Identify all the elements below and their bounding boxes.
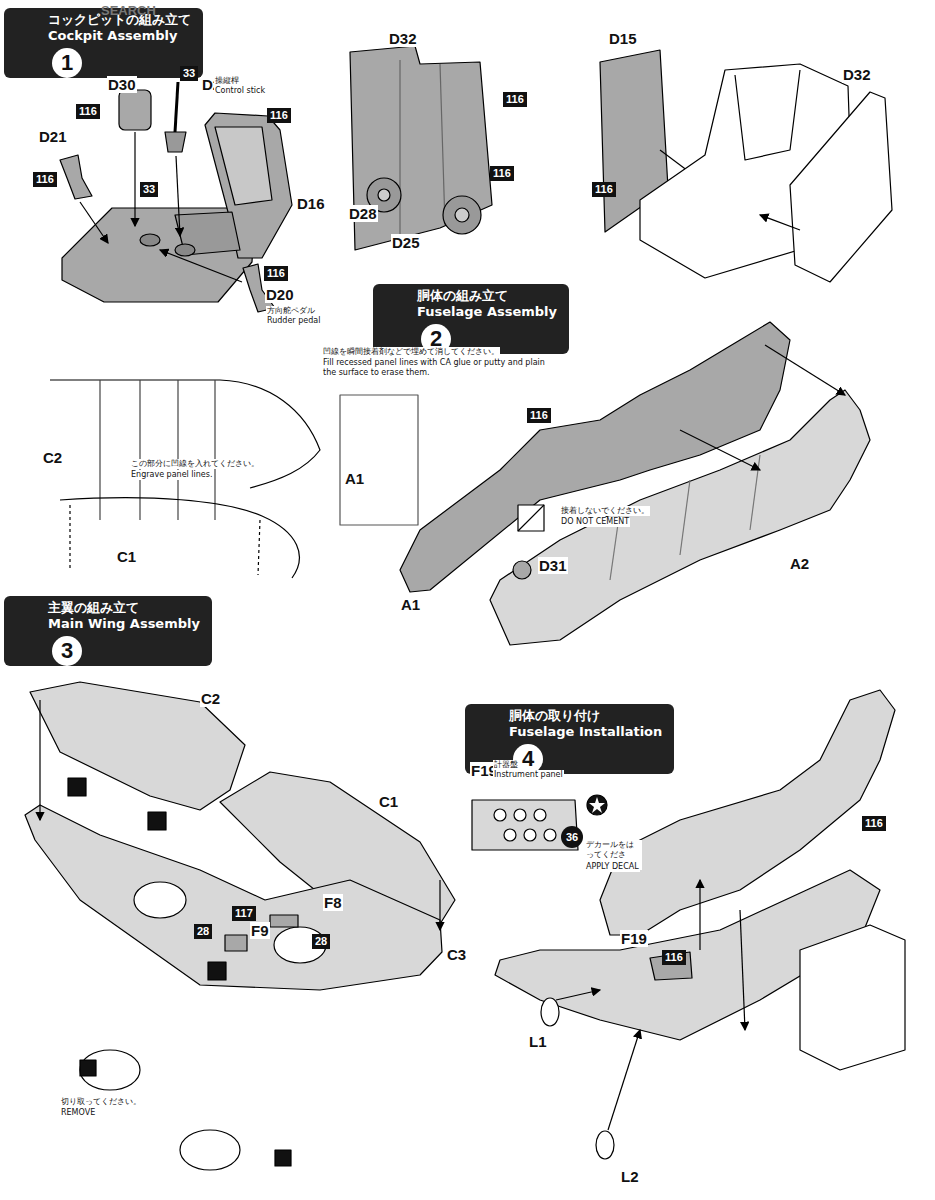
step-number: 1: [52, 48, 82, 78]
part-label: C2: [200, 690, 221, 707]
part-label: D16: [296, 195, 326, 212]
callout-number: 1: [52, 48, 82, 78]
callout-number: 116: [79, 105, 97, 118]
watermark: SEARCH: [100, 3, 157, 18]
color-callout: 116: [592, 182, 616, 197]
part-label: D28: [348, 205, 378, 222]
callout-number: 116: [595, 183, 613, 196]
note-text: 接着しないでください。: [560, 506, 650, 516]
step-number: 3: [52, 636, 82, 666]
color-callout: 116: [264, 266, 288, 281]
step-title: Cockpit Assembly: [48, 28, 191, 44]
step-title: Fuselage Installation: [509, 724, 662, 740]
part-label: C1: [116, 548, 137, 565]
callout-number: 116: [865, 817, 883, 830]
callout-number: 116: [506, 93, 524, 106]
note-text: Control stick: [214, 86, 266, 96]
part-label: L1: [528, 1033, 548, 1050]
color-callout: 116: [33, 172, 57, 187]
step-header: コックピットの組み立てCockpit Assembly1: [4, 8, 203, 78]
part-label: F19: [620, 930, 648, 947]
color-callout: 28: [312, 934, 330, 949]
callout-number: 28: [197, 925, 209, 938]
part-label: D32: [842, 66, 872, 83]
color-callout: 28: [194, 924, 212, 939]
note-text: REMOVE: [60, 1108, 96, 1118]
part-label: A1: [344, 470, 365, 487]
color-callout: 36: [561, 826, 583, 848]
part-label: C2: [42, 449, 63, 466]
part-label: C3: [446, 946, 467, 963]
step-title: 胴体の組み立て: [417, 288, 557, 304]
part-label: F8: [323, 894, 343, 911]
color-callout: 116: [267, 108, 291, 123]
note-text: DO NOT CEMENT: [560, 517, 630, 527]
step-title: 胴体の取り付け: [509, 708, 662, 724]
callout-number: 116: [530, 409, 548, 422]
callout-number: 116: [493, 167, 511, 180]
step-title: Fuselage Assembly: [417, 304, 557, 320]
part-label: D15: [608, 30, 638, 47]
color-callout: 116: [527, 408, 551, 423]
color-callout: 33: [180, 66, 198, 81]
step-title: Main Wing Assembly: [48, 616, 200, 632]
part-label: D30: [107, 76, 137, 93]
note-text: 操縦桿: [214, 76, 240, 86]
callout-number: 3: [52, 636, 82, 666]
note-text: 凹線を瞬間接着剤などで埋めて消してください。: [322, 347, 500, 357]
part-label: L2: [620, 1168, 640, 1185]
note-text: APPLY DECAL: [585, 862, 640, 872]
color-callout: 116: [490, 166, 514, 181]
callout-number: 36: [561, 826, 583, 848]
note-text: Fill recessed panel lines with CA glue o…: [322, 358, 554, 378]
color-callout: 116: [76, 104, 100, 119]
callout-number: 117: [235, 907, 253, 920]
callout-number: 116: [270, 109, 288, 122]
part-label: D20: [265, 286, 295, 303]
color-callout: 116: [503, 92, 527, 107]
note-text: Engrave panel lines.: [130, 470, 213, 480]
part-label: D32: [388, 30, 418, 47]
callout-number: 116: [267, 267, 285, 280]
part-label: F9: [250, 922, 270, 939]
color-callout: 116: [862, 816, 886, 831]
callout-number: 116: [36, 173, 54, 186]
part-label: C1: [378, 793, 399, 810]
color-callout: 33: [140, 182, 158, 197]
note-text: 計器盤: [493, 760, 519, 770]
part-label: A2: [789, 555, 810, 572]
note-text: Rudder pedal: [266, 316, 321, 326]
part-label: A1: [400, 596, 421, 613]
note-text: 切り取ってください。: [60, 1097, 142, 1107]
step-title: 主翼の組み立て: [48, 600, 200, 616]
note-text: Instrument panel: [493, 770, 564, 780]
callout-number: 28: [315, 935, 327, 948]
callout-number: 33: [143, 183, 155, 196]
part-label: D31: [538, 557, 568, 574]
part-label: D25: [391, 234, 421, 251]
color-callout: 117: [232, 906, 256, 921]
color-callout: 116: [662, 950, 686, 965]
callout-number: 33: [183, 67, 195, 80]
callout-number: 116: [665, 951, 683, 964]
note-text: 方向舵ペダル: [266, 306, 316, 316]
step-header: 胴体の組み立てFuselage Assembly2: [373, 284, 569, 354]
step-header: 主翼の組み立てMain Wing Assembly 3: [4, 596, 212, 666]
part-label: D21: [38, 128, 68, 145]
note-text: この部分に凹線を入れてください。: [130, 459, 260, 469]
